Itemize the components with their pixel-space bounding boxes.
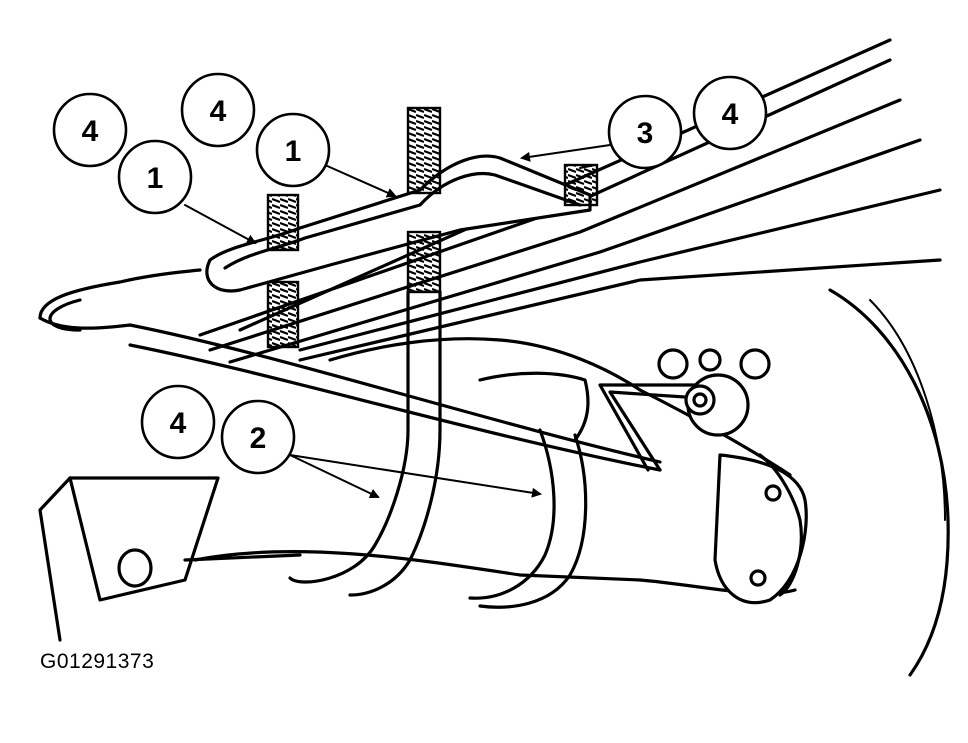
callout-1-center: 1: [255, 112, 331, 188]
callout-label: 4: [210, 95, 227, 128]
callout-4-lower-left: 4: [140, 384, 216, 460]
callout-4-top-right: 4: [692, 75, 768, 151]
callout-label: 3: [637, 117, 654, 150]
callout-label: 4: [170, 407, 187, 440]
callout-label: 1: [147, 162, 164, 195]
frame-rail: [38, 476, 302, 642]
callout-label: 4: [722, 98, 739, 131]
figure-id: G01291373: [40, 650, 155, 673]
brake-line: [38, 268, 702, 472]
callout-label: 4: [82, 115, 99, 148]
callout-1-left: 1: [117, 139, 193, 215]
wheel-outline: [828, 288, 950, 677]
axle-housing: [193, 337, 808, 605]
callout-3: 3: [607, 94, 683, 170]
callout-label: 1: [285, 135, 302, 168]
spring-plate: [205, 154, 592, 293]
callout-label: 2: [250, 422, 267, 455]
u-bolt-studs: [266, 106, 599, 349]
callout-4-top: 4: [180, 72, 256, 148]
callout-4-top-left: 4: [52, 92, 128, 168]
brake-fitting: [657, 348, 771, 437]
leader-arrows: [184, 144, 611, 499]
callout-2: 2: [220, 399, 296, 475]
u-bolts: [288, 290, 590, 609]
